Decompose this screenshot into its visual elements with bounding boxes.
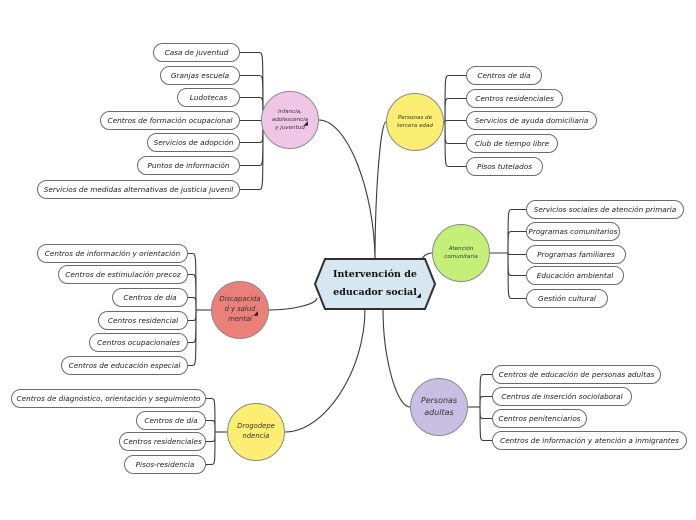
subtopic-drogodependencia-2[interactable]: Centros residenciales [119,432,206,451]
subtopic-adultos-3[interactable]: Centros de información y atención a inmi… [492,431,687,450]
subtopic-discapacidad-0[interactable]: Centros de información y orientación [37,244,188,263]
leaf-connector [188,309,197,322]
leaf-connector [507,252,526,300]
leaf-connector [188,273,197,311]
branch-connector [268,297,318,311]
leaf-connector [507,252,526,277]
branch-connector [382,308,411,408]
topic-infancia[interactable]: Infancia, adolescencia y juventud◢ [261,91,319,149]
subtopic-mayores-3[interactable]: Club de tiempo libre [466,134,558,153]
topic-label: Personas de tercera edad [397,114,433,129]
subtopic-infancia-2[interactable]: Ludotecas [177,88,240,107]
subtopic-drogodependencia-1[interactable]: Centros de día [136,411,206,430]
subtopic-adultos-2[interactable]: Centros penitenciarios [492,409,587,428]
leaf-connector [206,431,216,443]
branch-connector [284,308,366,433]
leaf-connector [240,96,264,121]
subtopic-discapacidad-3[interactable]: Centros residencial [98,311,188,330]
subtopic-discapacidad-1[interactable]: Centros de estimulación precoz [58,265,188,284]
leaf-connector [188,252,197,311]
topic-label: Infancia, adolescencia y juventud [271,108,309,132]
subtopic-comunitaria-0[interactable]: Servicios sociales de atención primaria [526,200,684,219]
collapse-marker-icon: ◢ [253,310,258,318]
leaf-connector [507,230,526,254]
subtopic-infancia-0[interactable]: Casa de juventud [153,43,240,62]
subtopic-comunitaria-4[interactable]: Gestión cultural [526,289,608,308]
leaf-connector [240,119,264,191]
central-topic[interactable]: Intervención de educador social ◢ [315,259,435,309]
leaf-connector [240,51,264,121]
leaf-connector [507,252,526,256]
leaf-connector [206,419,216,433]
subtopic-adultos-0[interactable]: Centros de educación de personas adultas [492,365,661,384]
leaf-connector [188,309,197,367]
leaf-connector [444,97,466,123]
subtopic-discapacidad-4[interactable]: Centros ocupacionales [89,333,188,352]
subtopic-comunitaria-3[interactable]: Educación ambiental [526,266,624,285]
leaf-connector [444,119,466,123]
subtopic-infancia-3[interactable]: Centros de formación ocupacional [100,111,240,130]
subtopic-discapacidad-2[interactable]: Centros de día [112,288,188,307]
collapse-marker-icon: ◢ [303,120,308,128]
topic-label: Discapacida d y salud mental [219,295,261,323]
subtopic-infancia-5[interactable]: Puntos de información [137,156,240,175]
leaf-connector [479,406,492,420]
subtopic-infancia-4[interactable]: Servicios de adopción [147,133,240,152]
leaf-connector [206,397,216,433]
subtopic-comunitaria-1[interactable]: Programas comunitarios [526,222,620,241]
subtopic-drogodependencia-0[interactable]: Centros de diagnóstico, orientación y se… [11,389,206,408]
topic-adultos[interactable]: Personas adultas [410,378,468,436]
subtopic-infancia-6[interactable]: Servicios de medidas alternativas de jus… [37,180,240,199]
subtopic-mayores-1[interactable]: Centros residenciales [466,89,563,108]
subtopic-infancia-1[interactable]: Granjas escuela [160,66,240,85]
branch-connector [374,121,387,263]
central-topic-label: Intervención de educador social [333,268,417,298]
subtopic-mayores-2[interactable]: Servicios de ayuda domiciliaria [466,111,597,130]
leaf-connector [240,119,264,144]
branch-connector [318,119,376,263]
leaf-connector [444,121,466,145]
subtopic-mayores-0[interactable]: Centros de día [466,66,542,85]
subtopic-mayores-4[interactable]: Pisos tutelados [466,157,543,176]
leaf-connector [188,309,197,344]
subtopic-drogodependencia-3[interactable]: Pisos-residencia [124,455,206,474]
subtopic-comunitaria-2[interactable]: Programas familiares [526,245,626,264]
topic-label: Personas adultas [420,396,458,417]
leaf-connector [188,296,197,311]
subtopic-discapacidad-5[interactable]: Centros de educación especial [61,356,188,375]
topic-mayores[interactable]: Personas de tercera edad [386,93,444,151]
topic-discapacidad[interactable]: Discapacida d y salud mental◢ [211,281,269,339]
subtopic-adultos-1[interactable]: Centros de inserción sociolaboral [492,387,632,406]
central-node-shape [313,258,437,310]
leaf-connector [240,119,264,122]
topic-label: Atención comunitaria [444,245,478,260]
collapse-marker-icon: ◢ [416,291,421,299]
leaf-connector [206,431,216,466]
leaf-connector [479,373,492,408]
leaf-connector [479,395,492,408]
topic-drogodependencia[interactable]: Drogodepe ndencia [227,403,285,461]
leaf-connector [479,406,492,442]
leaf-connector [444,121,466,168]
topic-comunitaria[interactable]: Atención comunitaria [432,224,490,282]
topic-label: Drogodepe ndencia [237,422,275,440]
